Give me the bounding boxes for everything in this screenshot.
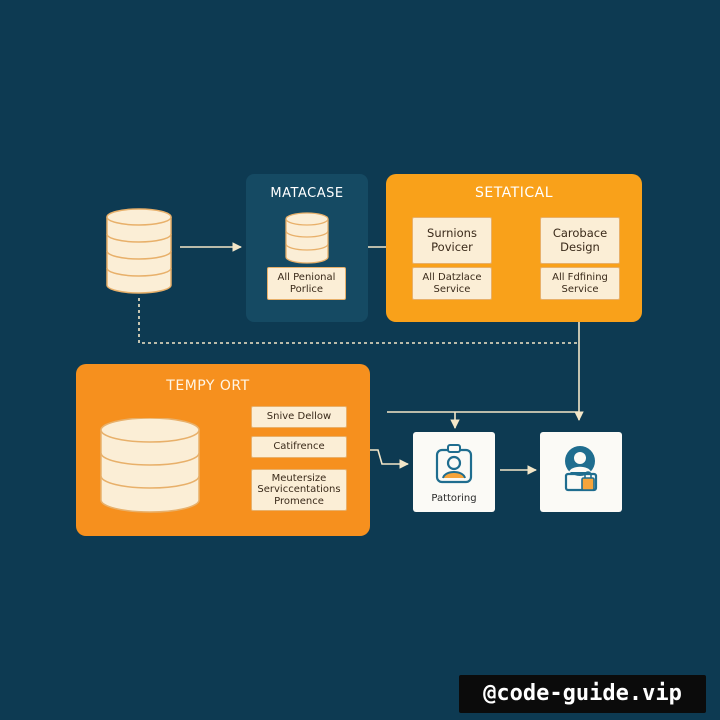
matacase-card: All Penional Porlice [267,267,346,300]
datzlace-service-card: All Datzlace Service [412,267,492,300]
person-badge-icon [435,444,473,484]
security-node [540,432,622,512]
snive-dellow-card: Snive Dellow [251,406,347,428]
catifrence-card: Catifrence [251,436,347,458]
carobace-design-card: Carobace Design [540,217,620,264]
pattoring-node: Pattoring [413,432,495,512]
user-lock-icon [564,446,598,492]
setatical-title: SETATICAL [474,185,554,201]
setatical-panel: SETATICAL Surnions Povicer Carobace Desi… [386,174,642,322]
tempy-database-icon [100,418,200,513]
source-database-icon [106,208,172,294]
pattoring-label: Pattoring [431,493,477,504]
matacase-database-icon [285,212,329,264]
tempy-ort-panel: TEMPY ORT Snive Dellow Catifrence Meuter… [76,364,370,536]
promence-card: Meutersize Serviccentations Promence [251,469,347,511]
surnions-povicer-card: Surnions Povicer [412,217,492,264]
matacase-panel: MATACASE All Penional Porlice [246,174,368,322]
watermark-label: @code-guide.vip [459,675,706,713]
tempy-ort-title: TEMPY ORT [166,378,250,394]
matacase-title: MATACASE [270,186,344,201]
fdfining-service-card: All Fdfining Service [540,267,620,300]
dashed-link [138,298,579,344]
